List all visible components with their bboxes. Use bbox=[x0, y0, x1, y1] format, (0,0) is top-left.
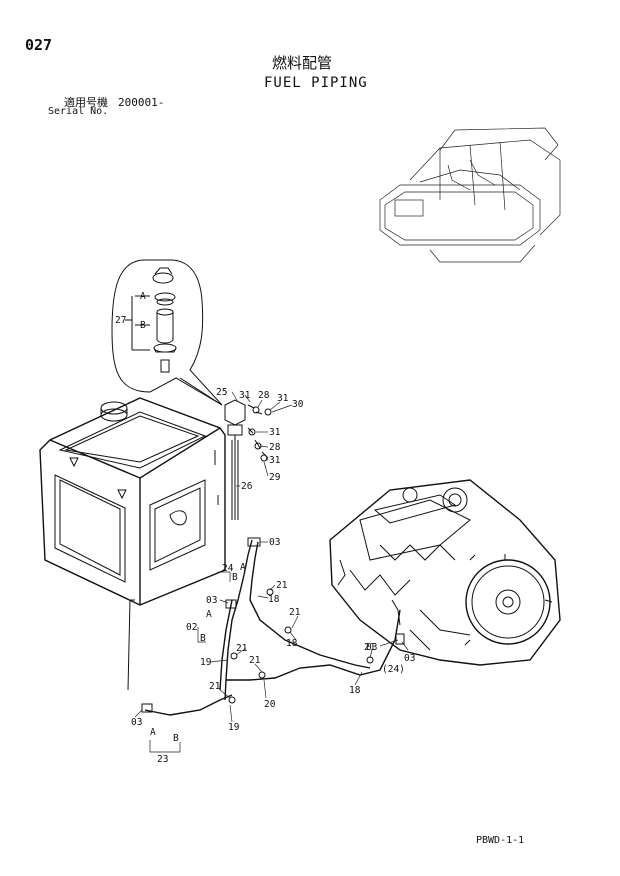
document-code: PBWD-1-1 bbox=[476, 835, 525, 846]
callout-03: 03 bbox=[131, 717, 142, 728]
callout-31: 31 bbox=[239, 390, 251, 401]
callout-30: 30 bbox=[292, 399, 304, 410]
callout-19: 19 bbox=[200, 657, 212, 668]
callout-18: 18 bbox=[286, 638, 298, 649]
callout-19: 19 bbox=[228, 722, 240, 733]
callout-03: 03 bbox=[404, 653, 415, 664]
callout-brackets bbox=[149, 571, 231, 753]
callout-02: 02 bbox=[186, 622, 197, 633]
page-number: 027 bbox=[25, 36, 53, 54]
callout-31: 31 bbox=[269, 455, 281, 466]
callout-20: 20 bbox=[264, 699, 276, 710]
callout-21: 21 bbox=[276, 580, 288, 591]
callout-a: A bbox=[206, 609, 212, 620]
serial-label: Serial No. bbox=[48, 106, 109, 117]
callout-21: 21 bbox=[289, 607, 301, 618]
leader-lines bbox=[134, 391, 409, 723]
serial-label-japanese: 適用号機 bbox=[64, 96, 108, 109]
callout-31: 31 bbox=[277, 393, 289, 404]
callout-b: B bbox=[232, 572, 238, 583]
callout-a: A bbox=[240, 562, 246, 573]
callout-24: 24 bbox=[222, 563, 234, 574]
callout-03: 03 bbox=[269, 537, 280, 548]
page-title-japanese: 燃料配管 bbox=[272, 54, 333, 72]
serial-range: 200001- bbox=[118, 96, 165, 109]
callout-28: 28 bbox=[269, 442, 281, 453]
callout-25: 25 bbox=[216, 387, 227, 398]
fuel-hoses bbox=[127, 537, 405, 716]
callout-18: 18 bbox=[349, 685, 361, 696]
callout-21: 21 bbox=[249, 655, 261, 666]
callout-29: 29 bbox=[269, 472, 281, 483]
filter-assembly bbox=[224, 399, 272, 520]
part-callouts: 25 31 28 31 30 31 28 31 29 26 27 A B 03 … bbox=[115, 291, 415, 765]
callout-27: 27 bbox=[115, 315, 126, 326]
callout-03: 03 bbox=[366, 642, 377, 653]
page-title: FUEL PIPING bbox=[264, 75, 368, 91]
callout-03: 03 bbox=[206, 595, 217, 606]
callout-a: A bbox=[140, 291, 146, 302]
callout-24-ref: (24) bbox=[382, 664, 405, 675]
callout-a: A bbox=[150, 727, 156, 738]
callout-b: B bbox=[140, 320, 146, 331]
engine bbox=[329, 479, 561, 666]
callout-28: 28 bbox=[258, 390, 270, 401]
filter-detail-bubble bbox=[111, 259, 223, 406]
callout-21: 21 bbox=[364, 642, 376, 653]
fuel-tank bbox=[39, 397, 226, 606]
callout-21: 21 bbox=[209, 681, 221, 692]
excavator-overview-sketch bbox=[379, 127, 561, 263]
callout-b: B bbox=[200, 633, 206, 644]
callout-31: 31 bbox=[269, 427, 281, 438]
callout-21: 21 bbox=[236, 643, 248, 654]
callout-23: 23 bbox=[157, 754, 168, 765]
callout-18: 18 bbox=[268, 594, 280, 605]
callout-b: B bbox=[173, 733, 179, 744]
callout-26: 26 bbox=[241, 481, 253, 492]
